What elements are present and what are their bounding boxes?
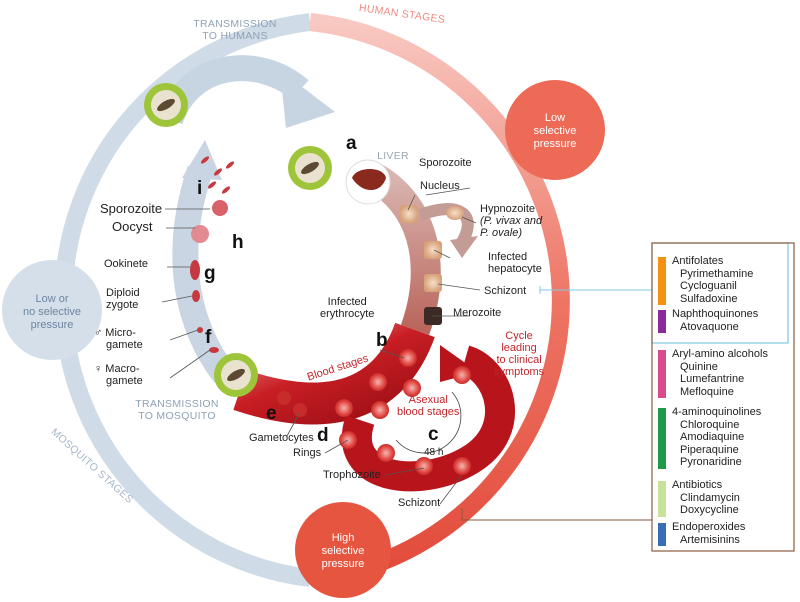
drug-color-swatch — [658, 481, 666, 517]
schizont-blood-label: Schizont — [398, 497, 441, 509]
macrogamete-label: ♀ Macro- gamete — [94, 363, 143, 387]
drug-box-blood — [651, 242, 795, 552]
microgamete-label: ♂ Micro- gamete — [94, 327, 143, 351]
low-pressure-mosquito-circle — [2, 260, 102, 360]
high-pressure-circle — [295, 502, 391, 598]
gametocytes-label: Gametocytes — [249, 432, 314, 444]
low-pressure-mosquito-text: Low or no selective pressure — [22, 293, 82, 331]
stage-letter-d: d — [317, 425, 329, 446]
cycle-leading-label: Cycle leading to clinical symptoms — [494, 330, 545, 378]
drug-color-swatch — [658, 523, 666, 546]
drug-name: Pyronaridine — [680, 456, 742, 468]
stage-letter-c: c — [428, 424, 439, 445]
drug-name: Amodiaquine — [680, 431, 745, 443]
drug-name: Mefloquine — [680, 385, 734, 398]
drug-color-swatch — [658, 310, 666, 333]
drug-color-swatch — [658, 350, 666, 398]
drug-name: Quinine — [680, 360, 718, 373]
drug-name: Atovaquone — [680, 320, 739, 333]
trophozoite-label: Trophozoite — [323, 469, 381, 481]
ookinete-label: Ookinete — [104, 258, 149, 270]
stage-letter-g: g — [204, 263, 216, 284]
drug-name: Piperaquine — [680, 443, 739, 456]
infected-erythrocyte-label: Infected erythrocyte — [320, 296, 375, 320]
stage-letter-b: b — [376, 330, 388, 351]
nucleus-label: Nucleus — [420, 180, 460, 192]
oocyst-label: Oocyst — [112, 219, 153, 234]
drug-name: Clindamycin — [680, 491, 740, 504]
stage-letter-e: e — [266, 403, 277, 424]
drug-class-label: Antifolates — [672, 255, 724, 267]
cycle-hours-label: 48 h — [424, 447, 444, 458]
diploid-zygote-label: Diploid zygote — [106, 287, 140, 311]
low-pressure-human-circle — [505, 80, 605, 180]
transmission-to-humans-arrow — [157, 55, 309, 125]
drug-name: Artemisinins — [680, 533, 740, 546]
liver-label: LIVER — [377, 150, 409, 162]
sporozoite-liver-label: Sporozoite — [419, 157, 472, 169]
drug-class-label: Antibiotics — [672, 479, 723, 491]
rings-label: Rings — [293, 447, 322, 459]
stage-letter-h: h — [232, 232, 244, 253]
sporozoite-mosquito-label: Sporozoite — [100, 201, 163, 216]
drug-name: Chloroquine — [680, 418, 740, 431]
drug-class-label: 4-aminoquinolines — [672, 406, 762, 418]
human-stages-ring — [309, 13, 570, 587]
drug-name: Doxycycline — [680, 504, 739, 516]
drug-name: Lumefantrine — [680, 373, 745, 385]
high-pressure-text: High selective pressure — [321, 532, 365, 570]
low-pressure-human-text: Low selective pressure — [533, 112, 577, 150]
mosquito-inner-arc — [172, 165, 236, 383]
asexual-cycle-arc — [342, 345, 515, 492]
drug-class-label: Endoperoxides — [672, 521, 746, 533]
stage-letter-a: a — [346, 133, 357, 154]
transmission-to-mosquito-label: TRANSMISSION TO MOSQUITO — [135, 398, 219, 422]
drug-name: Cycloguanil — [680, 280, 737, 292]
drug-class-label: Naphthoquinones — [672, 308, 759, 320]
drug-color-swatch — [658, 408, 666, 469]
drug-name: Sulfadoxine — [680, 292, 738, 305]
schizont-liver-label: Schizont — [484, 285, 527, 297]
drug-color-swatch — [658, 257, 666, 305]
drug-name: Pyrimethamine — [680, 267, 754, 280]
transmission-to-humans-label: TRANSMISSION TO HUMANS — [193, 18, 277, 42]
stage-letter-f: f — [205, 327, 212, 348]
hypnozoite-label: Hypnozoite (P. vivax and P. ovale) — [480, 203, 543, 239]
merozoite-label: Merozoite — [453, 307, 502, 319]
infected-hepatocyte-label: Infected hepatocyte — [488, 251, 542, 275]
asexual-blood-stages-label: Asexual blood stages — [397, 394, 460, 418]
drug-class-label: Aryl-amino alcohols — [672, 348, 768, 360]
stage-letter-i: i — [197, 178, 203, 199]
